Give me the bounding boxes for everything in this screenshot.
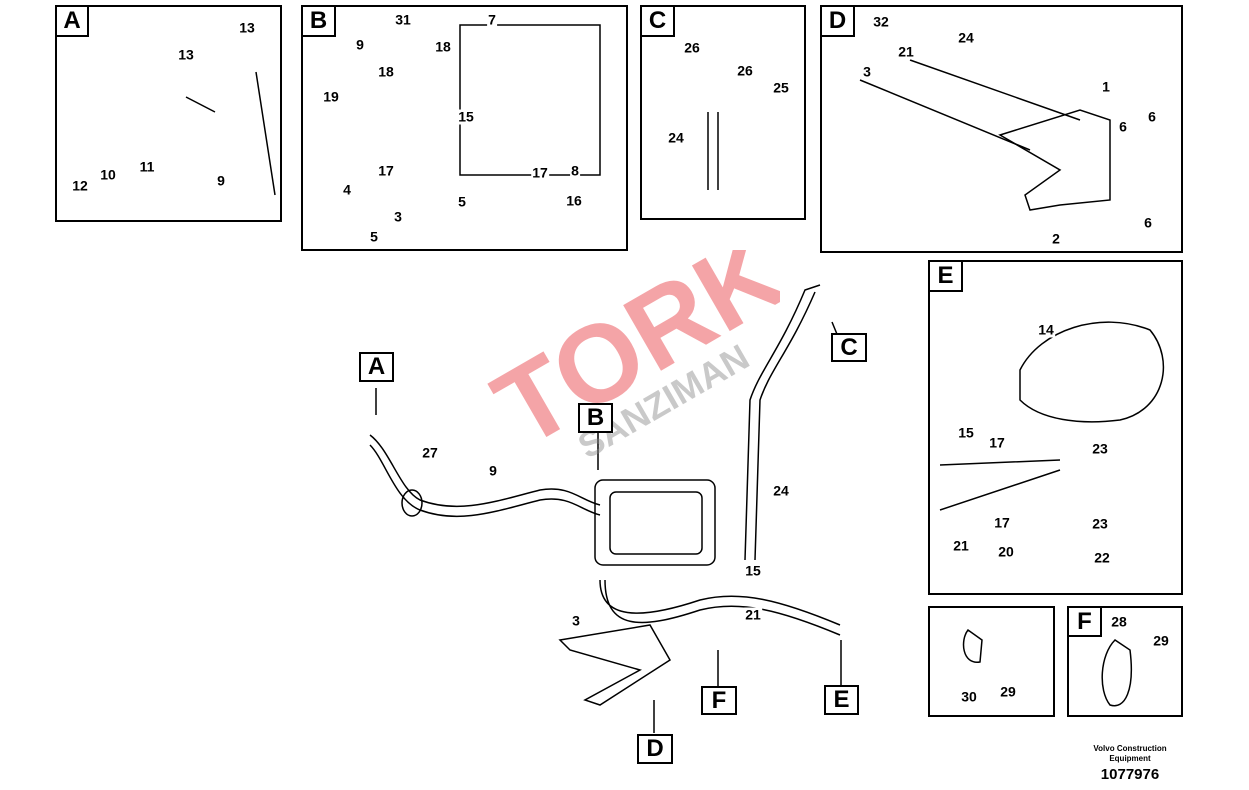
callout: 5 xyxy=(457,193,467,210)
callout: 9 xyxy=(355,36,365,53)
callout: 18 xyxy=(377,63,395,80)
callout: 1 xyxy=(1101,78,1111,95)
callout: 24 xyxy=(957,29,975,46)
callout: 22 xyxy=(1093,549,1111,566)
callout: 10 xyxy=(99,166,117,183)
callout: 18 xyxy=(434,38,452,55)
callout: 31 xyxy=(394,11,412,28)
callout: 13 xyxy=(177,46,195,63)
callout: 26 xyxy=(683,39,701,56)
callout: 24 xyxy=(667,129,685,146)
company-name-line2: Equipment xyxy=(1109,754,1151,763)
main-tag-b: B xyxy=(578,403,613,433)
callout: 7 xyxy=(487,11,497,28)
callout: 21 xyxy=(744,606,762,623)
callout: 24 xyxy=(772,482,790,499)
callout: 25 xyxy=(772,79,790,96)
callout: 8 xyxy=(570,162,580,179)
callout: 28 xyxy=(1110,613,1128,630)
main-tag-f: F xyxy=(701,686,737,715)
detail-panel-c xyxy=(640,5,806,220)
callout: 21 xyxy=(897,43,915,60)
callout: 5 xyxy=(369,228,379,245)
main-tag-c: C xyxy=(831,333,867,362)
callout: 9 xyxy=(216,172,226,189)
drawing-footer: Volvo Construction Equipment 1077976 xyxy=(1060,744,1200,784)
company-name-line1: Volvo Construction xyxy=(1093,744,1167,753)
callout: 3 xyxy=(862,63,872,80)
detail-tag-b: B xyxy=(301,5,336,37)
callout: 17 xyxy=(988,434,1006,451)
callout: 2 xyxy=(1051,230,1061,247)
callout: 21 xyxy=(952,537,970,554)
callout: 16 xyxy=(565,192,583,209)
callout: 27 xyxy=(421,444,439,461)
callout: 9 xyxy=(488,462,498,479)
callout: 17 xyxy=(993,514,1011,531)
callout: 11 xyxy=(138,158,156,175)
callout: 14 xyxy=(1037,321,1055,338)
callout: 30 xyxy=(960,688,978,705)
callout: 23 xyxy=(1091,515,1109,532)
detail-tag-c: C xyxy=(640,5,675,37)
callout: 15 xyxy=(957,424,975,441)
callout: 29 xyxy=(999,683,1017,700)
callout: 26 xyxy=(736,62,754,79)
callout: 17 xyxy=(531,164,549,181)
callout: 20 xyxy=(997,543,1015,560)
callout: 32 xyxy=(872,13,890,30)
callout: 19 xyxy=(322,88,340,105)
detail-panel-a xyxy=(55,5,282,222)
main-tag-e: E xyxy=(824,685,859,715)
callout: 6 xyxy=(1118,118,1128,135)
callout: 4 xyxy=(342,181,352,198)
detail-tag-f: F xyxy=(1067,606,1102,637)
detail-tag-e: E xyxy=(928,260,963,292)
callout: 13 xyxy=(238,19,256,36)
callout: 3 xyxy=(571,612,581,629)
callout: 6 xyxy=(1143,214,1153,231)
callout: 6 xyxy=(1147,108,1157,125)
main-tag-a: A xyxy=(359,352,394,382)
callout: 15 xyxy=(457,108,475,125)
callout: 23 xyxy=(1091,440,1109,457)
drawing-number: 1077976 xyxy=(1100,766,1160,783)
detail-panel-clip xyxy=(928,606,1055,717)
main-tag-d: D xyxy=(637,734,673,764)
callout: 17 xyxy=(377,162,395,179)
callout: 15 xyxy=(744,562,762,579)
callout: 29 xyxy=(1152,632,1170,649)
callout: 12 xyxy=(71,177,89,194)
detail-tag-a: A xyxy=(55,5,89,37)
callout: 3 xyxy=(393,208,403,225)
detail-tag-d: D xyxy=(820,5,855,37)
